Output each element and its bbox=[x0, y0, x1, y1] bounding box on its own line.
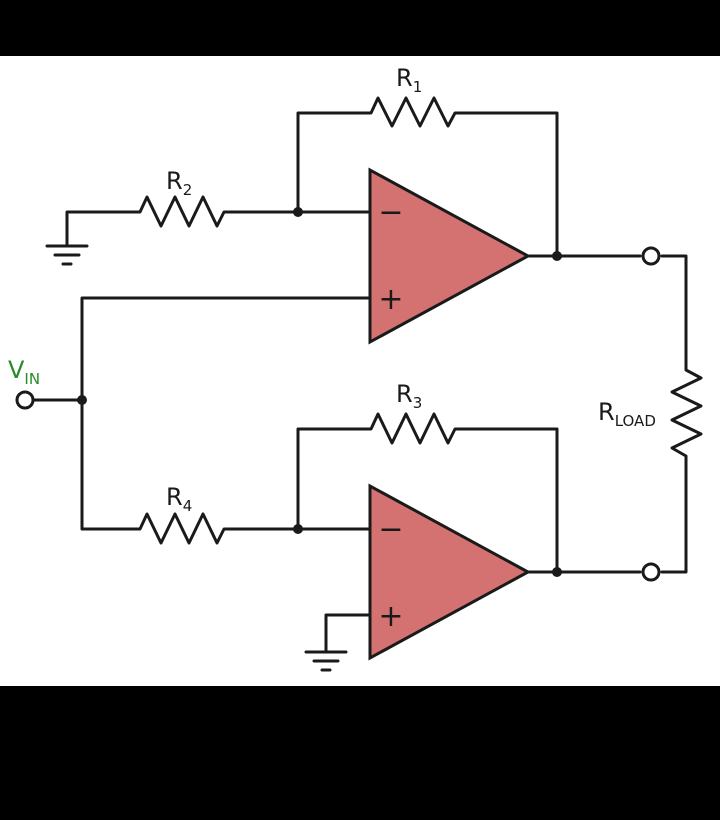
opamp-top-plus: + bbox=[378, 282, 403, 317]
terminal-output-top bbox=[641, 246, 661, 266]
wire-bottom-ground bbox=[324, 613, 374, 652]
wire-top-noninverting bbox=[80, 296, 374, 531]
terminal-vin bbox=[15, 390, 35, 410]
resistor-r3 bbox=[354, 412, 472, 445]
junction-dot bbox=[293, 524, 303, 534]
wire-r1-feedback bbox=[296, 111, 559, 258]
opamp-top bbox=[368, 167, 532, 345]
wire-rload bbox=[660, 254, 688, 574]
label-r2: R2 bbox=[166, 167, 192, 199]
diagram-panel bbox=[0, 56, 720, 686]
opamp-bottom-minus: − bbox=[378, 512, 403, 547]
junction-dot bbox=[77, 395, 87, 405]
label-vin: VIN bbox=[8, 356, 40, 388]
ground-icon bbox=[304, 650, 348, 672]
label-r1: R1 bbox=[396, 64, 422, 96]
opamp-bottom-plus: + bbox=[378, 599, 403, 634]
junction-dot bbox=[552, 567, 562, 577]
ground-icon bbox=[45, 244, 89, 266]
resistor-r4 bbox=[123, 512, 241, 545]
wire-r2-ground bbox=[65, 210, 127, 247]
resistor-r2 bbox=[123, 195, 241, 228]
label-rload: RLOAD bbox=[598, 398, 656, 430]
terminal-output-bottom bbox=[641, 562, 661, 582]
label-r3: R3 bbox=[396, 380, 422, 412]
resistor-rload bbox=[670, 354, 703, 472]
junction-dot bbox=[293, 207, 303, 217]
wire-r3-feedback bbox=[296, 427, 559, 574]
label-r4: R4 bbox=[166, 483, 192, 515]
opamp-top-minus: − bbox=[378, 195, 403, 230]
opamp-bottom bbox=[368, 483, 532, 661]
junction-dot bbox=[552, 251, 562, 261]
resistor-r1 bbox=[354, 96, 472, 128]
